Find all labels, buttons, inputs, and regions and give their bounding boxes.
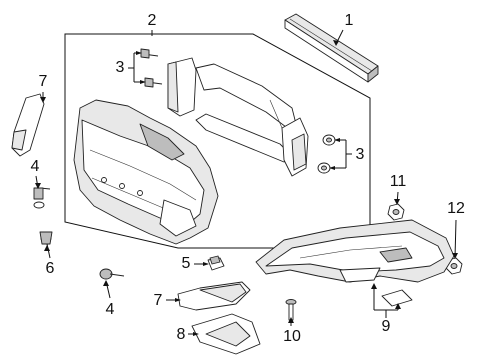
callout-9: 9 xyxy=(382,318,391,335)
arrowheads xyxy=(35,40,458,336)
part-8-deflector xyxy=(191,313,261,355)
callout-8: 8 xyxy=(177,326,186,343)
callout-5: 5 xyxy=(182,255,191,272)
part-1-support-rail xyxy=(284,13,379,83)
callout-3-upper: 3 xyxy=(116,59,125,76)
part-9-under-cover xyxy=(255,219,455,307)
nut-icon xyxy=(317,134,336,174)
part-7-lower-bracket xyxy=(177,281,251,311)
callout-11: 11 xyxy=(390,173,407,190)
part-2-front-assembly xyxy=(73,57,309,245)
callout-1: 1 xyxy=(345,12,354,29)
part-4-clip-upper xyxy=(33,187,51,209)
part-11-nut xyxy=(387,203,405,221)
callout-7-lower: 7 xyxy=(154,292,163,309)
bolt-icon xyxy=(140,48,163,88)
callout-4-lower: 4 xyxy=(106,301,115,318)
part-6-push-clip xyxy=(39,231,53,245)
part-4-screw-lower xyxy=(99,268,125,280)
callout-12: 12 xyxy=(447,200,465,217)
part-7-upper-bracket xyxy=(11,93,45,157)
callout-4-upper: 4 xyxy=(31,158,40,175)
callout-3-right: 3 xyxy=(356,146,365,163)
callout-2: 2 xyxy=(148,12,157,29)
part-5-clip xyxy=(207,255,225,271)
callout-7-upper: 7 xyxy=(39,73,48,90)
part-10-push-pin xyxy=(285,299,297,321)
callout-6: 6 xyxy=(46,260,55,277)
callout-10: 10 xyxy=(283,328,301,345)
callout-labels: 1 2 3 3 4 4 5 6 7 7 8 9 10 11 12 xyxy=(31,12,465,345)
